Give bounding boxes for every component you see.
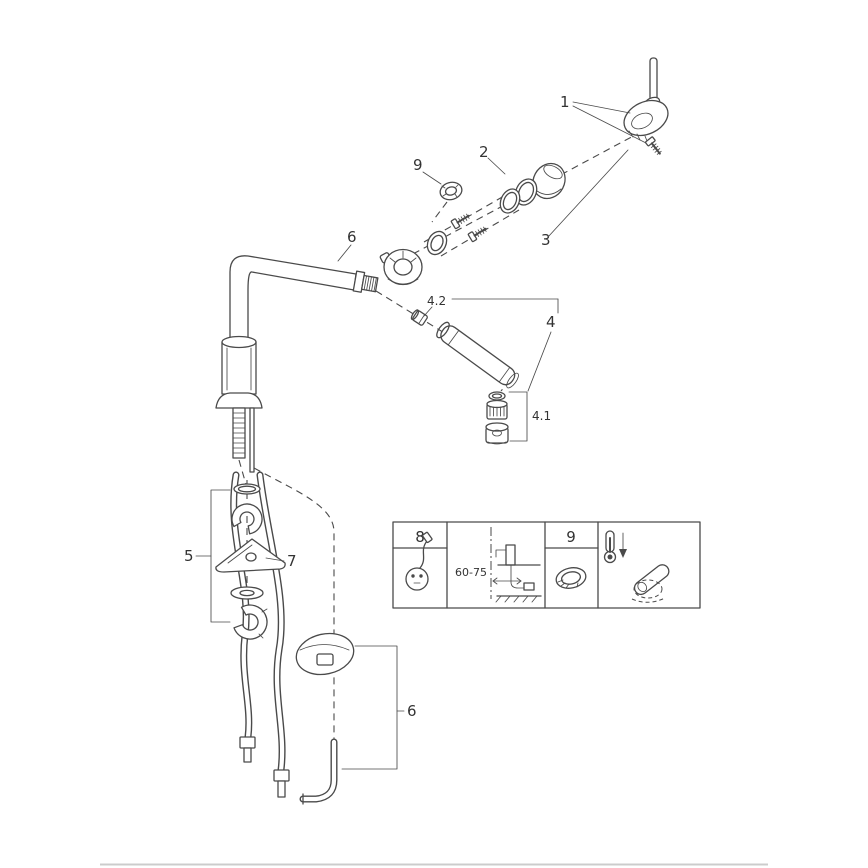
horseshoe-washer [231, 503, 263, 535]
hose-end-right [277, 780, 286, 798]
callout-5-bracket [210, 489, 231, 623]
faucet-body [215, 335, 263, 473]
cap-and-orings [499, 162, 566, 214]
washer [230, 586, 264, 600]
dimension-label: 60-75 [455, 566, 487, 579]
callout-4-1-bracket [508, 391, 528, 442]
thermometer-icon [603, 530, 627, 564]
callout-4-label: 4 [546, 313, 556, 331]
handle-screw [644, 136, 662, 155]
callout-4-1-label: 4.1 [532, 409, 551, 423]
callout-6-spout-label: 6 [347, 228, 357, 246]
spout [229, 255, 379, 343]
pullout-wand [436, 321, 519, 389]
hose-fitting-left [239, 736, 256, 749]
hose-fitting-right [273, 769, 290, 782]
callout-3-label: 3 [541, 231, 551, 249]
handle-assembly [623, 57, 669, 155]
mounting-bracket [215, 538, 286, 573]
hose-end-left [243, 747, 252, 763]
callout-4-2-label: 4.2 [427, 294, 446, 308]
base-flange [215, 392, 263, 409]
down-arrow-icon [619, 549, 627, 558]
legend-9-label: 9 [566, 528, 576, 546]
handle-position-icon [631, 564, 670, 603]
hose-weight [295, 632, 355, 676]
spout-connector [352, 270, 379, 293]
hose-guide-tube [249, 407, 255, 473]
cartridge-screw [467, 226, 487, 243]
mounting-nut [233, 604, 268, 640]
dome-cap [532, 162, 566, 200]
callout-2-label: 2 [479, 143, 489, 161]
callouts: 1 2 3 9 6 4.2 4 4.1 5 7 6 [184, 93, 647, 770]
cartridge-screw [450, 213, 470, 230]
mounting-hardware [215, 483, 286, 640]
callout-6-hose-label: 6 [407, 702, 417, 720]
installation-dimension-drawing: 60-75 [455, 527, 542, 603]
callout-7-label: 7 [287, 552, 297, 570]
pullout-hose-end [299, 738, 338, 805]
grommet-part [439, 181, 463, 201]
o-ring [499, 188, 521, 214]
callout-1-label: 1 [560, 93, 570, 111]
cartridge-body [383, 248, 423, 286]
legend-8-label: 8 [415, 528, 425, 546]
o-ring [514, 178, 538, 206]
callout-9-label: 9 [413, 156, 423, 174]
legend-box: 8 9 60-75 [392, 521, 701, 609]
cartridge-assembly [379, 213, 487, 286]
check-valve [410, 309, 428, 326]
callout-6-hose-bracket [341, 645, 398, 770]
aerator-assembly [485, 391, 509, 445]
handle-lever [649, 57, 658, 103]
callout-5-label: 5 [184, 547, 194, 565]
escutcheon-icon [555, 567, 587, 589]
plug-icon [405, 531, 433, 591]
handle-body [623, 99, 669, 137]
